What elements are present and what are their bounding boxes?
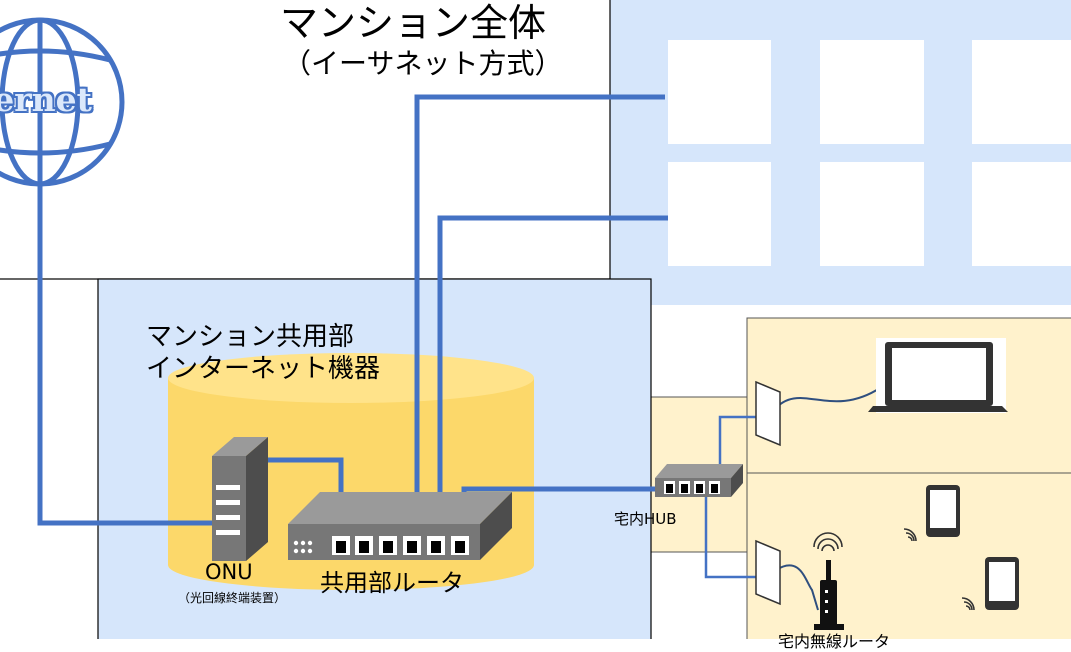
wireless-router-label: 宅内無線ルータ (778, 632, 891, 651)
shared-area-label-line2: インターネット機器 (146, 354, 381, 384)
tablet-icon (926, 485, 1019, 610)
onu-device-icon (212, 437, 268, 561)
onu-label: ONU (205, 560, 253, 584)
wifi-signal-icon (813, 528, 975, 611)
hub-device-icon (655, 464, 743, 497)
internet-label: ternet (0, 80, 92, 119)
diagram-subtitle: （イーサネット方式） (283, 47, 563, 80)
unit-room-lower (746, 472, 1071, 639)
wall-outlet-icon (755, 380, 781, 606)
diagram-title: マンション全体 (280, 1, 547, 45)
shared-router-label: 共用部ルータ (320, 569, 464, 597)
onu-sublabel: （光回線終端装置） (178, 591, 287, 605)
device-cables (773, 387, 881, 611)
network-cables (37, 94, 668, 548)
building-windows (668, 40, 1071, 266)
hub-label: 宅内HUB (614, 510, 677, 528)
unit-cables (704, 415, 758, 579)
wireless-router-icon (814, 560, 844, 630)
shared-area-label-line1: マンション共用部 (146, 322, 355, 352)
router-device-icon (288, 492, 512, 560)
laptop-icon (868, 338, 1008, 413)
